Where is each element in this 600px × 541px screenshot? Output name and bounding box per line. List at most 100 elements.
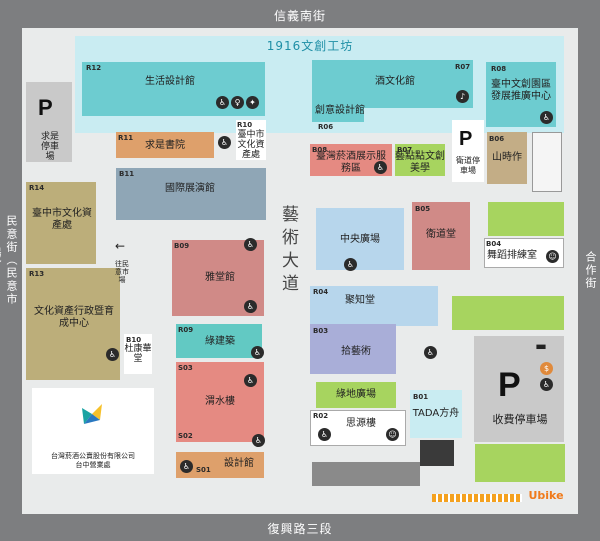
road-top — [0, 0, 600, 28]
building-code-r10: R10 — [237, 121, 253, 129]
building-r09[interactable] — [176, 324, 262, 358]
parking-left-p: P — [38, 95, 53, 120]
building-code-b07: B07 — [397, 146, 413, 154]
building-b01[interactable] — [410, 390, 462, 438]
building-b03[interactable] — [310, 324, 396, 374]
building-name-r13: 文化資產行政暨育成中心 — [34, 306, 114, 329]
building-code-r08: R08 — [491, 65, 507, 73]
bell-icon: ♪ — [456, 90, 469, 103]
restroom-icon-b09a: ♿ — [244, 238, 257, 251]
green-plaza-label: 綠地廣場 — [336, 389, 376, 400]
building-r11[interactable] — [116, 132, 214, 158]
arrow-left-icon: ← — [114, 239, 126, 253]
building-code-s01: S01 — [196, 466, 211, 474]
building-code-b05: B05 — [415, 205, 431, 213]
building-name-r09: 綠建築 — [205, 336, 235, 347]
fee-icon: $ — [540, 362, 553, 375]
building-code-r14: R14 — [29, 184, 45, 192]
building-r06[interactable] — [312, 102, 364, 122]
building-name-r08: 臺中文創園區發展推廣中心 — [491, 79, 551, 102]
building-code-b03: B03 — [313, 327, 329, 335]
building-name-r02: 思源樓 — [346, 418, 376, 429]
building-r04[interactable] — [310, 286, 438, 326]
building-r10[interactable] — [236, 120, 266, 160]
road-left — [0, 0, 22, 541]
building-code-r02: R02 — [313, 412, 329, 420]
green-plaza[interactable] — [316, 382, 396, 408]
person-icon-r02: ☺ — [386, 428, 399, 441]
car-icon: ▬ — [535, 339, 547, 353]
central-plaza-label: 中央廣場 — [340, 234, 380, 245]
building-r14[interactable] — [26, 182, 96, 264]
building-code-b06: B06 — [489, 135, 505, 143]
building-name-b03: 拾藝術 — [341, 346, 371, 357]
green-area-3 — [475, 444, 565, 482]
building-name-r14: 臺中市文化資產處 — [32, 208, 92, 231]
green-area-1 — [488, 202, 564, 236]
central-plaza[interactable] — [316, 208, 404, 270]
building-b10[interactable] — [124, 334, 152, 374]
structure-b06-annex — [532, 132, 562, 192]
building-name-r12: 生活設計館 — [145, 76, 195, 87]
building-code-r13: R13 — [29, 270, 45, 278]
restroom-icon-b08: ♿ — [374, 161, 387, 174]
building-code-b01: B01 — [413, 393, 429, 401]
building-code-b10: B10 — [126, 336, 142, 344]
building-name-r06: 創意設計館 — [315, 105, 365, 116]
restroom-icon-r08: ♿ — [540, 111, 553, 124]
parking-right-label: 收費停車場 — [492, 413, 548, 426]
ubike-logo: Ubike — [528, 489, 564, 502]
road-bottom-label: 復興路三段 — [267, 522, 333, 536]
building-code-r06: R06 — [318, 123, 334, 131]
building-name-b07: 藝點點文創美學 — [395, 151, 445, 174]
restroom-icon: ♿ — [216, 96, 229, 109]
building-code-r04: R04 — [313, 288, 329, 296]
person-icon: ☺ — [546, 250, 559, 263]
building-b11[interactable] — [116, 168, 266, 220]
road-bottom — [0, 514, 600, 541]
building-name-b01: TADA方舟 — [412, 408, 460, 419]
parking-mid[interactable] — [452, 120, 484, 182]
green-area-2 — [452, 296, 564, 330]
building-name-b06: 山時作 — [492, 152, 522, 163]
parking-mid-label: 衛道停車場 — [456, 156, 480, 175]
building-b07[interactable] — [395, 144, 445, 176]
building-code-r12: R12 — [86, 64, 102, 72]
building-code-b09: B09 — [174, 242, 190, 250]
building-code-r09: R09 — [178, 326, 194, 334]
building-code-b11: B11 — [119, 170, 135, 178]
building-name-s01: 設計館 — [224, 458, 254, 469]
restroom-icon-r09: ♿ — [251, 346, 264, 359]
building-code-r07: R07 — [455, 63, 471, 71]
building-name-b04: 舞蹈排練室 — [487, 250, 537, 261]
building-r07[interactable] — [312, 60, 473, 108]
building-name-b10: 杜康華堂 — [124, 344, 152, 364]
road-top-label: 信義南街 — [273, 9, 326, 23]
building-name-r11: 求是書院 — [145, 140, 185, 151]
toilet-icon: ✦ — [246, 96, 259, 109]
building-r13[interactable] — [26, 268, 120, 380]
building-b05[interactable] — [412, 202, 470, 270]
accessible-icon-s02: ♿ — [252, 434, 265, 447]
building-name-b08: 臺灣菸酒展示服務區 — [316, 151, 386, 174]
building-b06[interactable] — [487, 132, 527, 184]
parking-left[interactable] — [26, 82, 72, 162]
road-right-label: 合作街 — [584, 250, 597, 290]
parking-left-label: 求是停車場 — [40, 132, 59, 162]
building-name-r07: 酒文化館 — [375, 76, 415, 87]
building-name-b05: 衛道堂 — [426, 229, 456, 240]
company-logo-icon — [80, 402, 104, 426]
building-code-b08: B08 — [312, 146, 328, 154]
restroom-icon-s03: ♿ — [244, 374, 257, 387]
restroom-icon-s01: ♿ — [180, 460, 193, 473]
female-restroom-icon: ♀ — [231, 96, 244, 109]
structure-bottom — [312, 462, 420, 486]
restroom-icon-b03: ♿ — [424, 346, 437, 359]
building-name-s03: 渭水樓 — [205, 396, 235, 407]
parking-right-p: P — [498, 366, 521, 404]
building-code-b04: B04 — [486, 240, 502, 248]
company-logo-box — [32, 388, 154, 474]
road-left-label: 民意街（民意市場） — [0, 214, 18, 306]
building-code-r11: R11 — [118, 134, 134, 142]
